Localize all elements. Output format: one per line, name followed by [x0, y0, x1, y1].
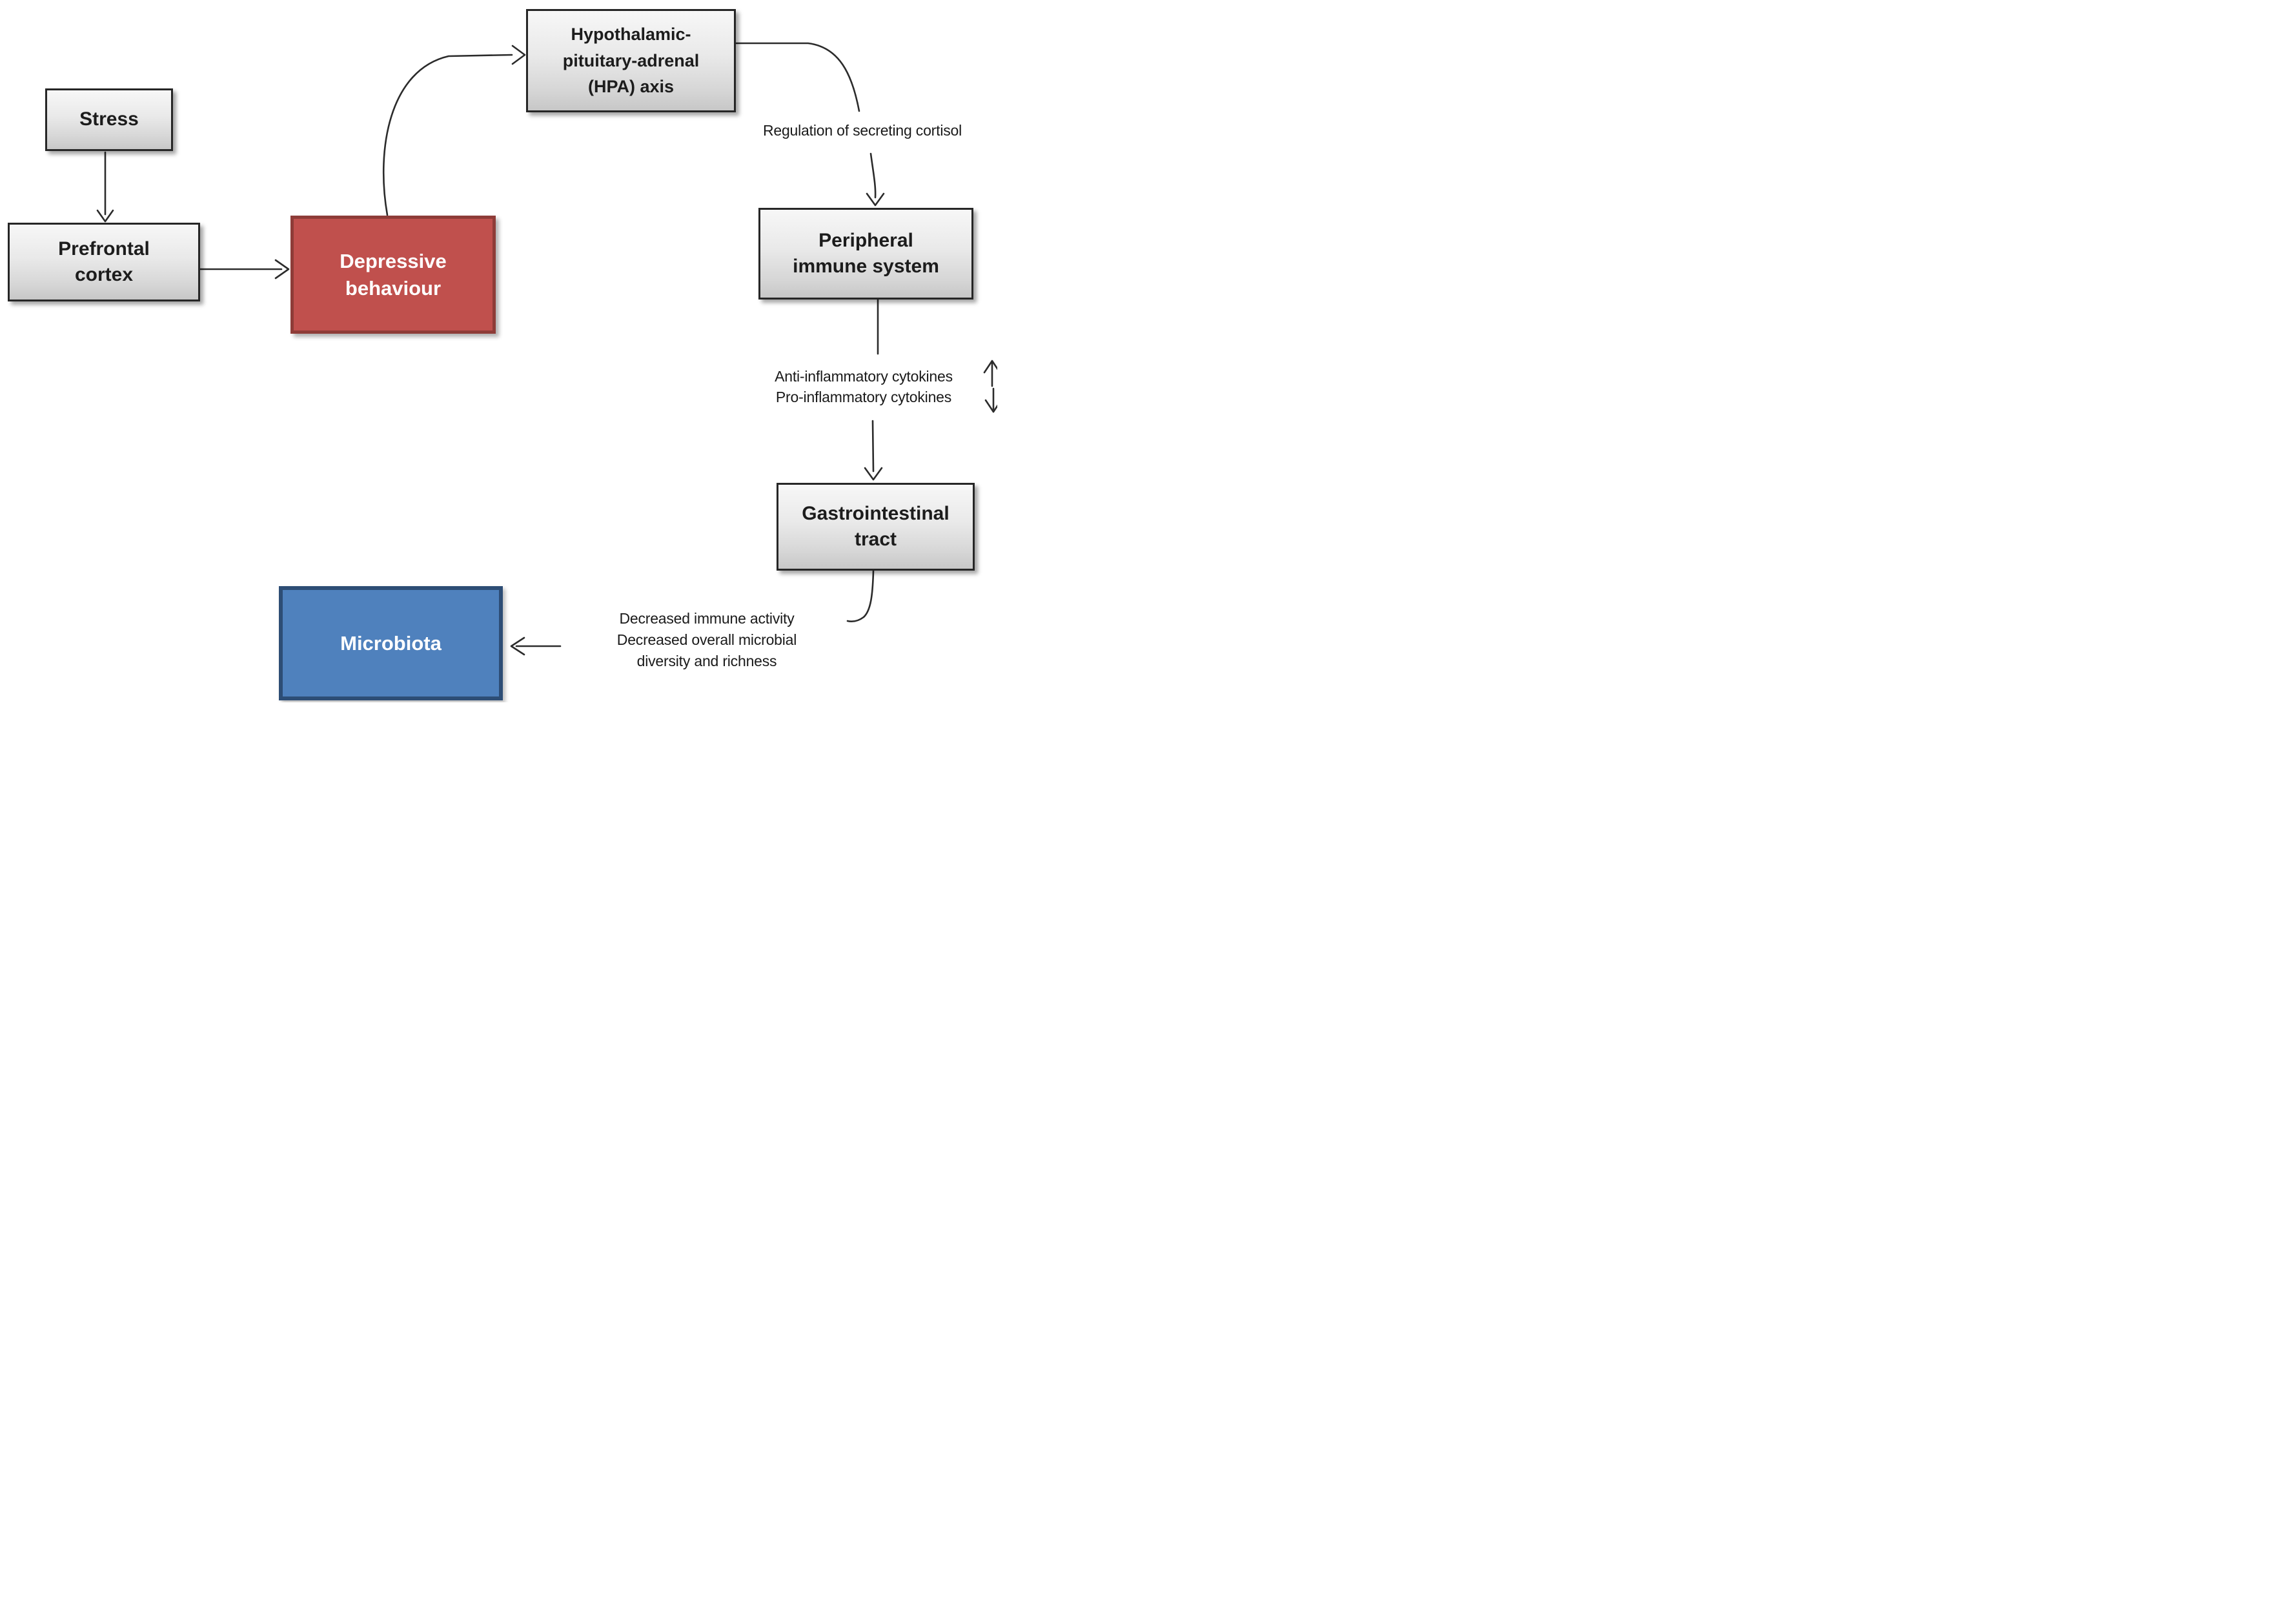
node-prefrontal-cortex-label: Prefrontal cortex — [58, 238, 150, 286]
arrowhead-down-cytokines — [984, 399, 997, 413]
annotation-decreased-activity: Decreased immune activity Decreased over… — [616, 610, 797, 669]
arrowhead-down-peripheral — [866, 192, 885, 207]
node-hpa-axis: Hypothalamic- pituitary-adrenal (HPA) ax… — [526, 9, 736, 112]
node-depressive-behaviour: Depressive behaviour — [290, 216, 496, 334]
arrowhead-right-hpa — [511, 45, 526, 65]
node-peripheral-immune-system-label: Peripheral immune system — [793, 229, 939, 278]
arrowhead-down-prefrontal — [96, 209, 114, 223]
connector-gi-to-decreased-label — [846, 569, 875, 623]
node-depressive-behaviour-label: Depressive behaviour — [340, 249, 447, 300]
node-microbiota: Microbiota — [279, 586, 503, 700]
node-stress: Stress — [45, 88, 173, 151]
diagram-canvas: Stress Prefrontal cortex Depressive beha… — [0, 0, 997, 702]
node-peripheral-immune-system: Peripheral immune system — [758, 208, 973, 300]
connector-hpa-to-cortisol-label — [735, 42, 860, 112]
node-hpa-axis-label: Hypothalamic- pituitary-adrenal (HPA) ax… — [562, 25, 700, 97]
annotation-regulation-cortisol: Regulation of secreting cortisol — [762, 122, 962, 139]
annotation-anti-inflammatory: Anti-inflammatory cytokines — [775, 368, 953, 385]
node-prefrontal-cortex: Prefrontal cortex — [8, 223, 200, 301]
connector-depressive-to-hpa — [382, 54, 513, 216]
node-microbiota-label: Microbiota — [340, 631, 442, 655]
arrowhead-left-microbiota — [510, 636, 525, 656]
connector-cortisol-to-peripheral — [869, 152, 877, 199]
node-gastrointestinal-tract-label: Gastrointestinal tract — [802, 502, 950, 551]
annotation-pro-inflammatory: Pro-inflammatory cytokines — [775, 389, 952, 405]
node-stress-label: Stress — [79, 108, 139, 130]
node-gastrointestinal-tract: Gastrointestinal tract — [777, 483, 975, 571]
arrowhead-right-depressive — [274, 259, 290, 280]
arrowhead-up-cytokines — [983, 360, 997, 374]
arrowhead-down-gi — [864, 467, 883, 481]
